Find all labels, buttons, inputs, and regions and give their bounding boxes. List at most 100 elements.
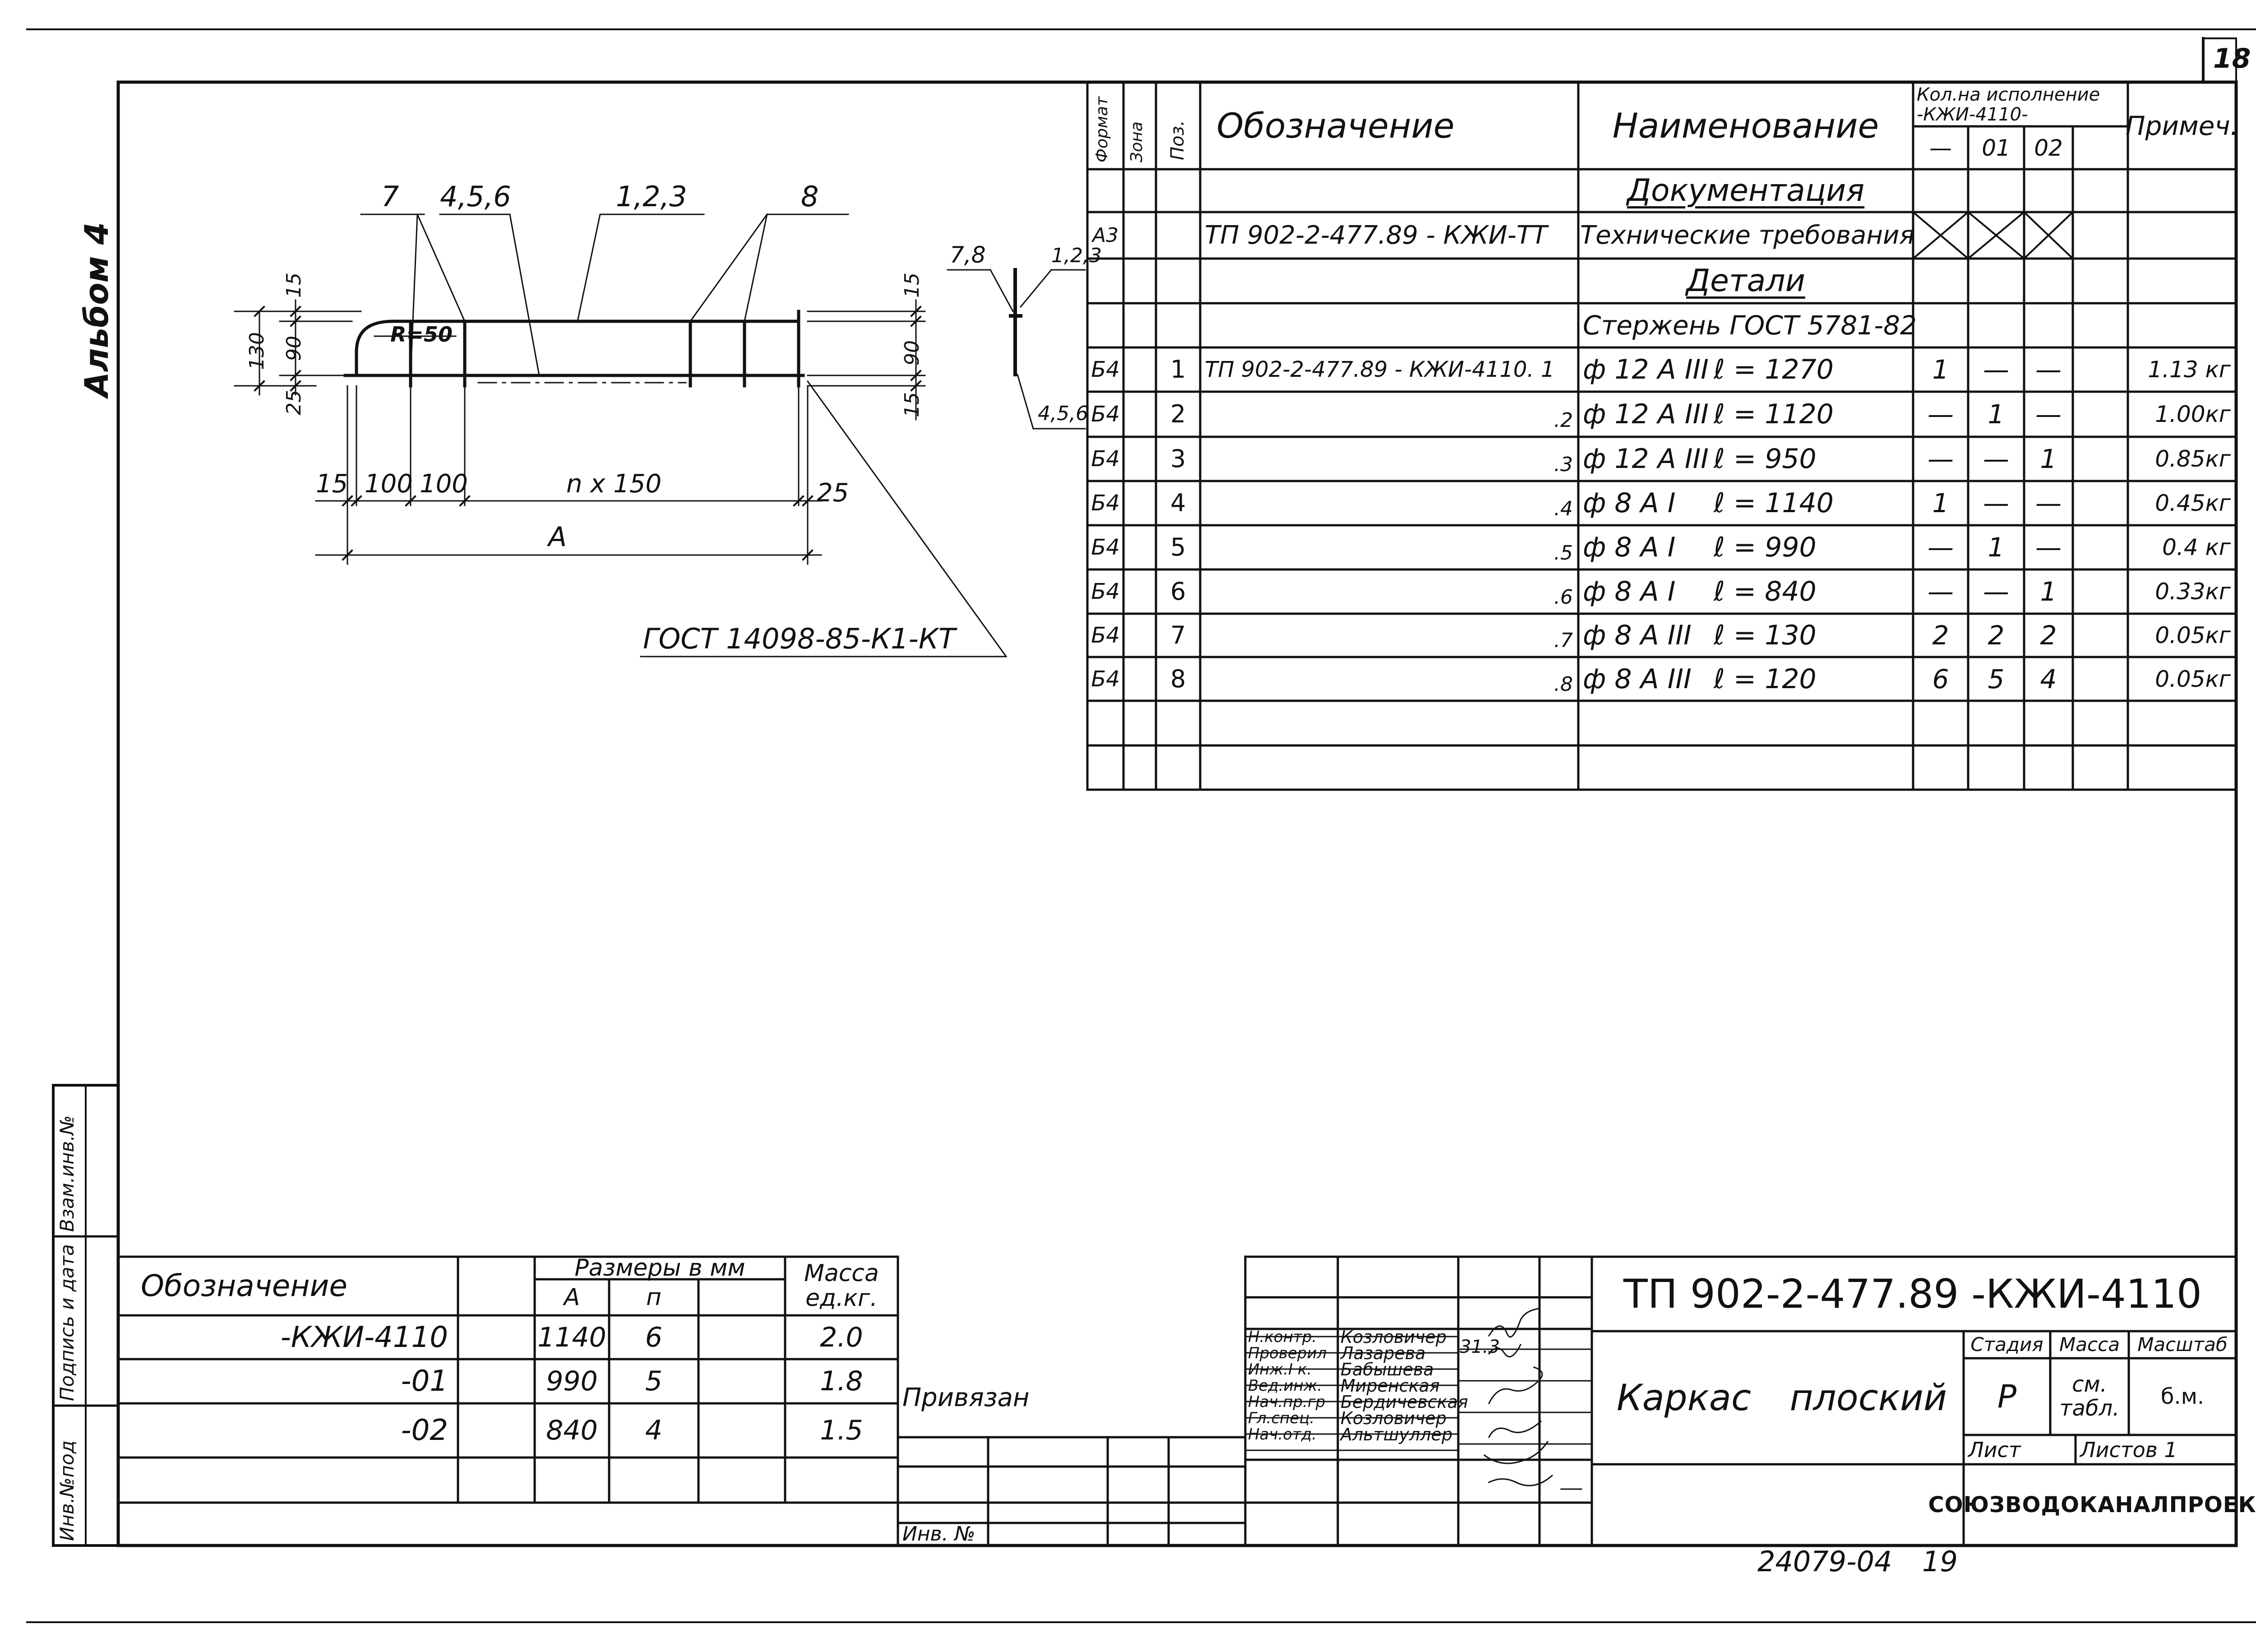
role-title: Нач.пр.гр xyxy=(1248,1393,1326,1411)
spec-row-format: Б4 xyxy=(1091,579,1120,604)
header-qty-02: 02 xyxy=(2034,134,2063,161)
role-name: Альтшуллер xyxy=(1341,1425,1453,1444)
spec-row-designation: .3 xyxy=(1554,453,1573,476)
spec-row-pos: 2 xyxy=(1170,400,1186,428)
header-designation: Обозначение xyxy=(1216,105,1455,146)
header-name: Наименование xyxy=(1612,105,1879,146)
header-format: Формат xyxy=(1093,96,1111,162)
spec-row-qty: 1 xyxy=(2040,576,2057,607)
spec-row-note: 0.4 кг xyxy=(2162,534,2231,560)
spec-row-qty: 2 xyxy=(1932,620,1949,651)
spec-row-bar: ф 12 А III xyxy=(1583,354,1709,385)
spec-row-bar: ф 12 А III xyxy=(1583,398,1709,430)
section-callout-456: 4,5,6 xyxy=(1038,402,1088,425)
spec-row-pos: 3 xyxy=(1170,444,1186,473)
spec-row-designation: .5 xyxy=(1554,541,1573,565)
stage-value: Р xyxy=(1997,1378,2017,1415)
variants-header-n: п xyxy=(646,1284,661,1311)
spec-row-designation: .2 xyxy=(1554,409,1573,432)
dim-15-top-right: 15 xyxy=(901,273,924,298)
organization: СОЮЗВОДОКАНАЛПРОЕКТ xyxy=(1928,1492,2256,1518)
section-documentation: Документация xyxy=(1627,172,1865,208)
variant-designation: -КЖИ-4110 xyxy=(280,1320,448,1354)
variant-designation: -02 xyxy=(401,1414,448,1447)
spec-row-pos: 6 xyxy=(1170,577,1186,606)
role-name: Лазарева xyxy=(1341,1343,1426,1363)
binding-inv: Инв. № xyxy=(902,1522,975,1546)
variant-mass: 1.5 xyxy=(820,1415,863,1446)
spec-row-format: Б4 xyxy=(1091,446,1120,472)
variant-a: 840 xyxy=(546,1415,598,1446)
dim-130: 130 xyxy=(245,332,268,370)
spec-row-note: 0.45кг xyxy=(2155,490,2231,516)
dim-radius: R=50 xyxy=(390,322,453,347)
album-label: Альбом 4 xyxy=(78,222,116,397)
spec-row-designation: .7 xyxy=(1554,629,1573,652)
spec-row-format: Б4 xyxy=(1091,535,1120,560)
spec-row-pos: 5 xyxy=(1170,533,1186,561)
role-name: Бабышева xyxy=(1341,1360,1434,1379)
sheet-number: 18 xyxy=(2213,43,2251,74)
spec-row-qty: — xyxy=(1928,576,1954,607)
spec-row-format: Б4 xyxy=(1091,402,1120,427)
side-stamp-sign-date: Подпись и дата xyxy=(56,1244,78,1401)
spec-row-format: Б4 xyxy=(1091,491,1120,516)
spec-row-note: 0.05кг xyxy=(2155,666,2231,692)
role-title: Нач.отд. xyxy=(1248,1425,1317,1444)
spec-row-qty: 1 xyxy=(1932,488,1949,518)
dim-a: А xyxy=(548,521,567,553)
binding-label: Привязан xyxy=(902,1383,1030,1412)
spec-row-qty: 1 xyxy=(2040,444,2057,474)
callout-7: 7 xyxy=(381,180,399,213)
signature-marks xyxy=(1483,1308,1582,1490)
spec-row-bar: ф 8 А III xyxy=(1583,663,1692,695)
header-note: Примеч. xyxy=(2125,110,2239,141)
spec-row-note: 0.05кг xyxy=(2155,622,2231,648)
spec-row-length: ℓ = 130 xyxy=(1714,620,1817,651)
spec-row-bar: ф 8 А I xyxy=(1583,576,1676,607)
spec-row-bar: ф 12 А III xyxy=(1583,443,1709,475)
dim-25-bottom: 25 xyxy=(817,478,849,508)
variants-header-designation: Обозначение xyxy=(141,1268,347,1303)
spec-row-designation: .8 xyxy=(1554,673,1573,696)
spec-row-note: 1.13 кг xyxy=(2148,356,2231,383)
spec-row-length: ℓ = 120 xyxy=(1714,663,1817,695)
spec-row-qty: — xyxy=(1928,399,1954,430)
dim-90-left: 90 xyxy=(282,336,305,361)
spec-row-bar: ф 8 А I xyxy=(1583,532,1676,563)
role-name: Козловичер xyxy=(1341,1327,1447,1347)
spec-row-length: ℓ = 1120 xyxy=(1714,398,1834,430)
spec-row-length: ℓ = 990 xyxy=(1714,532,1817,563)
spec-row-designation: .6 xyxy=(1554,586,1573,609)
role-title: Н.контр. xyxy=(1248,1328,1317,1346)
mass-value: см. табл. xyxy=(2059,1372,2120,1421)
header-qty-sub: -КЖИ-4110- xyxy=(1917,104,2028,125)
spec-row-qty: 2 xyxy=(1988,620,2005,651)
section-details: Детали xyxy=(1686,263,1805,299)
variant-a: 1140 xyxy=(537,1321,606,1353)
header-qty-base: — xyxy=(1929,134,1952,161)
sheet-label: Лист xyxy=(1968,1437,2021,1462)
spec-row-qty: 1 xyxy=(1988,532,2005,563)
header-pos: Поз. xyxy=(1167,120,1188,160)
archive-page: 19 xyxy=(1922,1545,1958,1578)
spec-row-qty: — xyxy=(2035,488,2062,518)
header-qty-title: Кол.на исполнение xyxy=(1917,84,2100,105)
spec-row-note: 1.00кг xyxy=(2155,401,2231,427)
spec-row-qty: 6 xyxy=(1932,663,1949,694)
variant-n: 4 xyxy=(645,1415,663,1446)
role-name: Миренская xyxy=(1341,1376,1440,1396)
spec-row-designation: ТП 902-2-477.89 - КЖИ-4110. 1 xyxy=(1205,357,1555,382)
spec-row-qty: 1 xyxy=(1932,354,1949,385)
sheets-label: Листов 1 xyxy=(2080,1437,2177,1462)
section-callout-123: 1,2,3 xyxy=(1051,244,1102,267)
role-name: Козловичер xyxy=(1341,1408,1447,1428)
date-mark: 31.3 xyxy=(1460,1337,1500,1357)
variant-a: 990 xyxy=(546,1365,598,1397)
spec-row-qty: — xyxy=(2035,354,2062,385)
spec-row-qty: 2 xyxy=(2040,620,2057,651)
stage-header: Стадия xyxy=(1970,1333,2043,1356)
variant-mass: 2.0 xyxy=(820,1321,863,1353)
doc-row-format: А3 xyxy=(1092,223,1119,247)
